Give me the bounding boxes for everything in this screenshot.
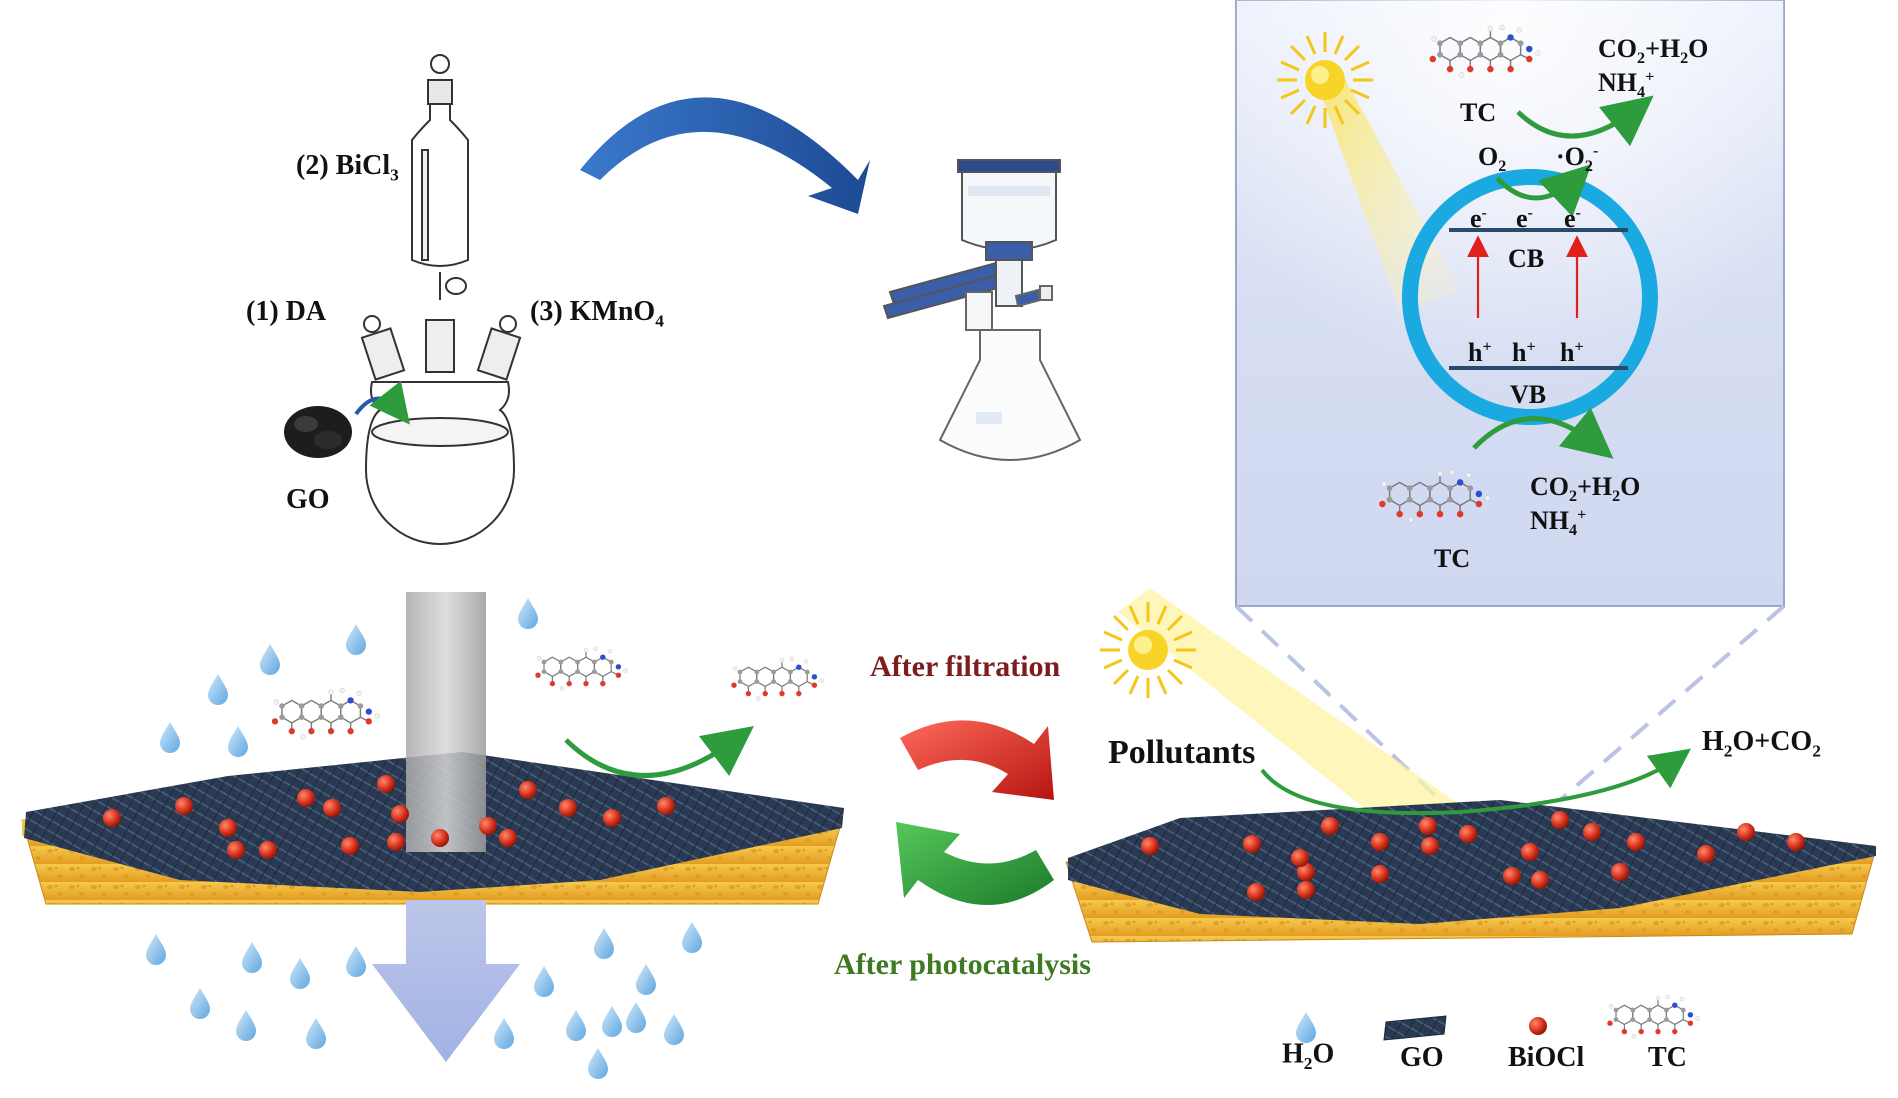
hole-label-2: h+ (1512, 338, 1536, 367)
hole-label-3: h+ (1560, 338, 1584, 367)
go-sheet-icon (1383, 1015, 1447, 1041)
three-neck-flask (360, 54, 522, 545)
pollutants-label: Pollutants (1108, 734, 1256, 771)
flask-icon (938, 285, 1082, 461)
addition-arrow (354, 380, 410, 425)
cb-label: CB (1508, 244, 1545, 273)
vb-label: VB (1510, 380, 1547, 409)
degradation-arrow-top (1516, 95, 1654, 147)
transfer-arrow (580, 97, 870, 214)
legend-go: GO (1400, 1042, 1444, 1073)
tc-label-bottom: TC (1434, 544, 1471, 573)
funnel-icon (882, 159, 1061, 320)
tc-molecule-icon (271, 687, 381, 740)
hole-label-1: h+ (1468, 338, 1492, 367)
tc-molecule-icon (1606, 994, 1701, 1040)
bicl3-label: (2) BiCl3 (296, 150, 399, 185)
mechanism-panel (1235, 0, 1785, 607)
flow-column (406, 592, 486, 852)
tc-molecule-icon (534, 646, 629, 692)
tc-label-top: TC (1460, 98, 1497, 127)
sun-icon (1098, 600, 1198, 700)
electron-label-3: e- (1564, 204, 1581, 233)
superoxide-label: ·O2- (1556, 142, 1599, 176)
da-label: (1) DA (246, 296, 327, 327)
kmno4-label: (3) KMnO4 (530, 296, 664, 331)
after-filtration-label: After filtration (870, 650, 1061, 683)
biocl-particle-icon (1529, 1017, 1547, 1035)
cycle-arrow-red (900, 720, 1054, 800)
permeate-arrow (372, 900, 520, 1062)
o2-label: O2 (1478, 142, 1507, 176)
o2-reduction-arrow (1495, 164, 1592, 217)
go-powder (284, 406, 352, 458)
adsorption-arrow (564, 725, 754, 778)
legend-tc: TC (1648, 1042, 1687, 1073)
legend-biocl: BiOCl (1508, 1042, 1585, 1073)
after-photocatalysis-label: After photocatalysis (834, 948, 1091, 981)
legend-icons (1296, 994, 1701, 1043)
sun-icon (1275, 30, 1375, 130)
degradation-arrow-bottom (1472, 407, 1614, 459)
biocl-particles-left (103, 775, 675, 859)
degradation-arrow-right (1260, 748, 1691, 816)
sun-beam-bottom (1118, 588, 1482, 838)
go-label: GO (286, 484, 330, 515)
h2o-co2-label: H2O+CO2 (1702, 726, 1821, 761)
legend-h2o: H2O (1282, 1038, 1335, 1073)
cycle-arrow-green (896, 822, 1054, 905)
tc-molecule-icon (730, 656, 825, 702)
electron-label-1: e- (1470, 204, 1487, 233)
membrane-right (1065, 800, 1877, 943)
biocl-particles-right (1141, 811, 1805, 901)
electron-label-2: e- (1516, 204, 1533, 233)
